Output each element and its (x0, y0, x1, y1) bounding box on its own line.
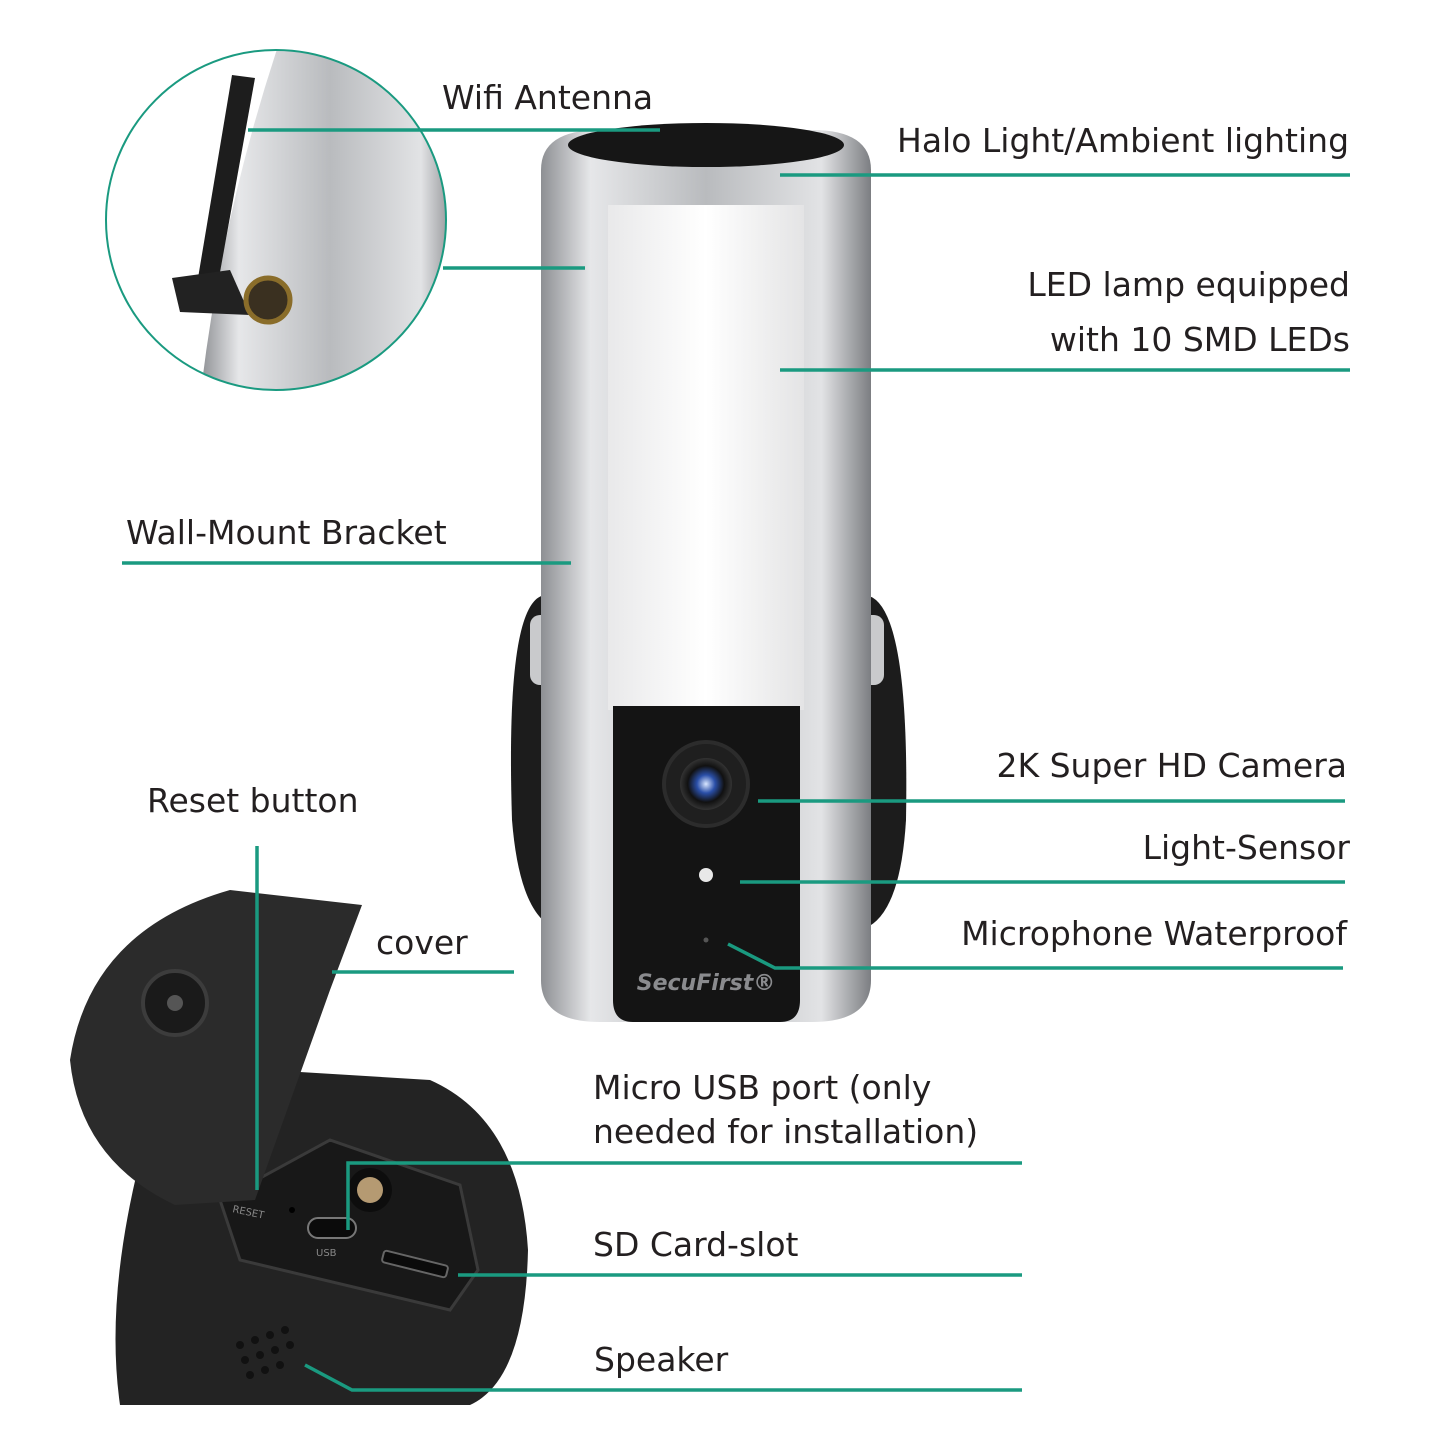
camera-lens (680, 758, 732, 810)
label-wifi-antenna: Wifi Antenna (442, 78, 654, 117)
label-microphone: Microphone Waterproof (961, 914, 1347, 953)
label-camera: 2K Super HD Camera (996, 746, 1347, 785)
label-wall-mount: Wall-Mount Bracket (126, 513, 447, 552)
antenna-detail-inset (105, 49, 447, 391)
camera-body: SecuFirst® (541, 123, 871, 1022)
label-halo-light: Halo Light/Ambient lighting (897, 121, 1350, 160)
port-cover (70, 890, 362, 1205)
label-led-lamp-line1: LED lamp equipped (1027, 265, 1350, 304)
label-speaker: Speaker (594, 1340, 729, 1379)
bottom-port-detail: USB RESET (70, 890, 528, 1405)
microphone-hole (703, 937, 709, 943)
brand-logo: SecuFirst® (637, 971, 776, 996)
leader-lines (122, 128, 1350, 1392)
led-lamp (608, 205, 804, 710)
usb-mark: USB (316, 1248, 337, 1259)
label-micro-usb-line2: needed for installation) (593, 1112, 979, 1151)
label-cover: cover (376, 923, 468, 962)
light-sensor (699, 868, 713, 882)
label-sd-card: SD Card-slot (593, 1225, 799, 1264)
label-light-sensor: Light-Sensor (1142, 828, 1350, 867)
halo-light (568, 123, 844, 167)
label-led-lamp-line2: with 10 SMD LEDs (1049, 320, 1350, 359)
label-micro-usb-line1: Micro USB port (only (593, 1068, 932, 1107)
label-reset: Reset button (147, 781, 359, 820)
